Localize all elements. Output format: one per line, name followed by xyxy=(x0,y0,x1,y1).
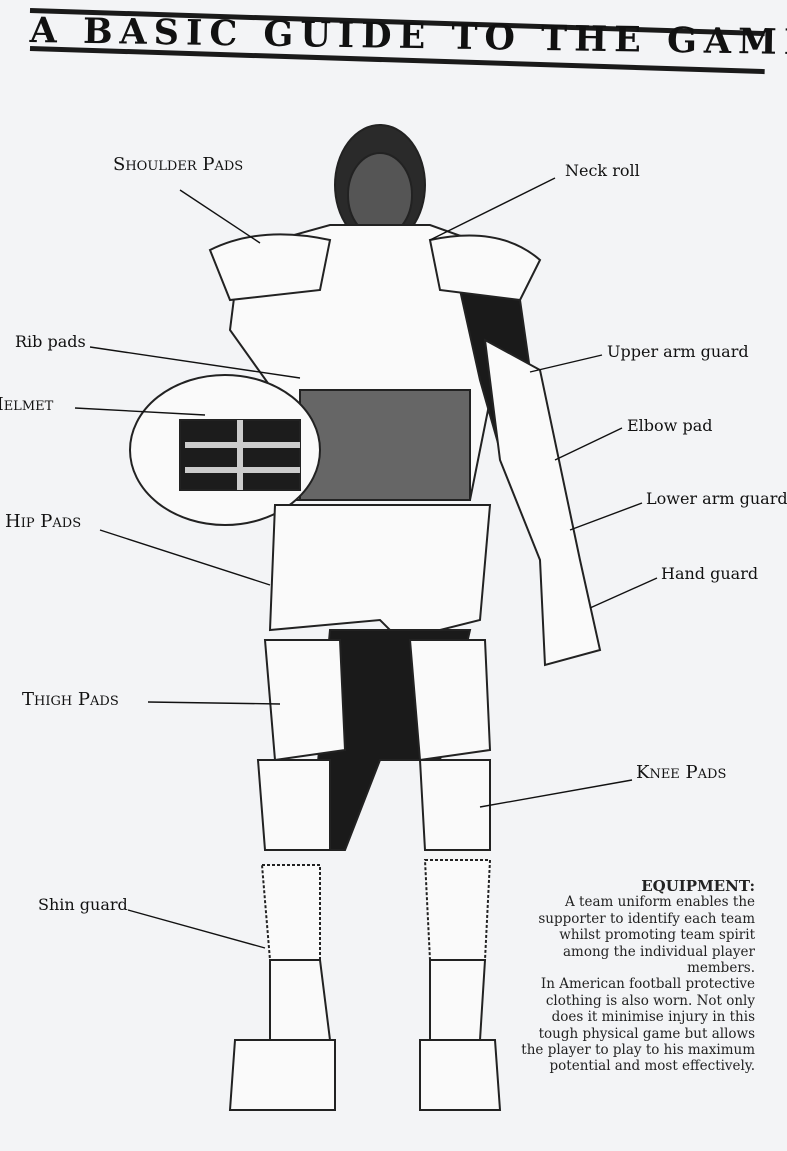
rib-pads xyxy=(299,389,471,501)
thigh-pad-left xyxy=(263,639,347,762)
label-helmet: Helmet xyxy=(0,394,54,415)
leader-line-neck-roll xyxy=(429,177,556,241)
equipment-paragraph-2: In American football protective clothing… xyxy=(521,976,755,1075)
label-elbow-pad: Elbow pad xyxy=(627,416,713,435)
label-knee-pads: Knee Pads xyxy=(636,762,727,783)
leader-line-rib-pads xyxy=(89,346,301,379)
lower-legs xyxy=(269,959,487,1041)
hip-pads xyxy=(268,504,492,642)
shoe-left xyxy=(228,1039,336,1111)
equipment-paragraph-1: A team uniform enables the supporter to … xyxy=(538,894,755,977)
helmet-drawing xyxy=(129,374,321,526)
knee-pad-right xyxy=(418,759,491,851)
leader-line-shin-guard xyxy=(127,909,266,949)
shoulder-pads xyxy=(208,233,542,302)
equipment-heading: EQUIPMENT: xyxy=(641,877,755,895)
label-neck-roll: Neck roll xyxy=(565,161,640,180)
leader-lines xyxy=(74,177,658,949)
leader-line-shoulder-pads xyxy=(179,189,261,244)
player-arm xyxy=(483,338,602,667)
leader-line-hip-pads xyxy=(99,529,271,586)
label-hip-pads: Hip Pads xyxy=(5,511,82,532)
label-rib-pads: Rib pads xyxy=(15,332,86,351)
leader-line-thigh-pads xyxy=(147,701,281,705)
equipment-box: EQUIPMENT: A team uniform enables the su… xyxy=(515,878,755,1075)
label-lower-arm-guard: Lower arm guard xyxy=(646,489,787,508)
leader-line-hand-guard xyxy=(589,577,658,609)
label-thigh-pads: Thigh Pads xyxy=(22,689,119,710)
knee-pad-left xyxy=(256,759,331,851)
leader-line-upper-arm-guard xyxy=(529,354,603,373)
leader-line-elbow-pad xyxy=(554,427,623,461)
label-upper-arm-guard: Upper arm guard xyxy=(607,342,749,361)
leader-line-knee-pads xyxy=(479,779,633,808)
shin-guard-right xyxy=(423,859,492,961)
leader-line-helmet xyxy=(74,407,206,416)
label-hand-guard: Hand guard xyxy=(661,564,759,583)
leader-line-lower-arm-guard xyxy=(569,502,643,531)
label-shin-guard: Shin guard xyxy=(38,895,128,914)
label-shoulder-pads: Shoulder Pads xyxy=(113,154,244,175)
thigh-pad-right xyxy=(408,639,492,762)
shoe-right xyxy=(419,1039,502,1111)
shin-guard-left xyxy=(260,864,321,961)
